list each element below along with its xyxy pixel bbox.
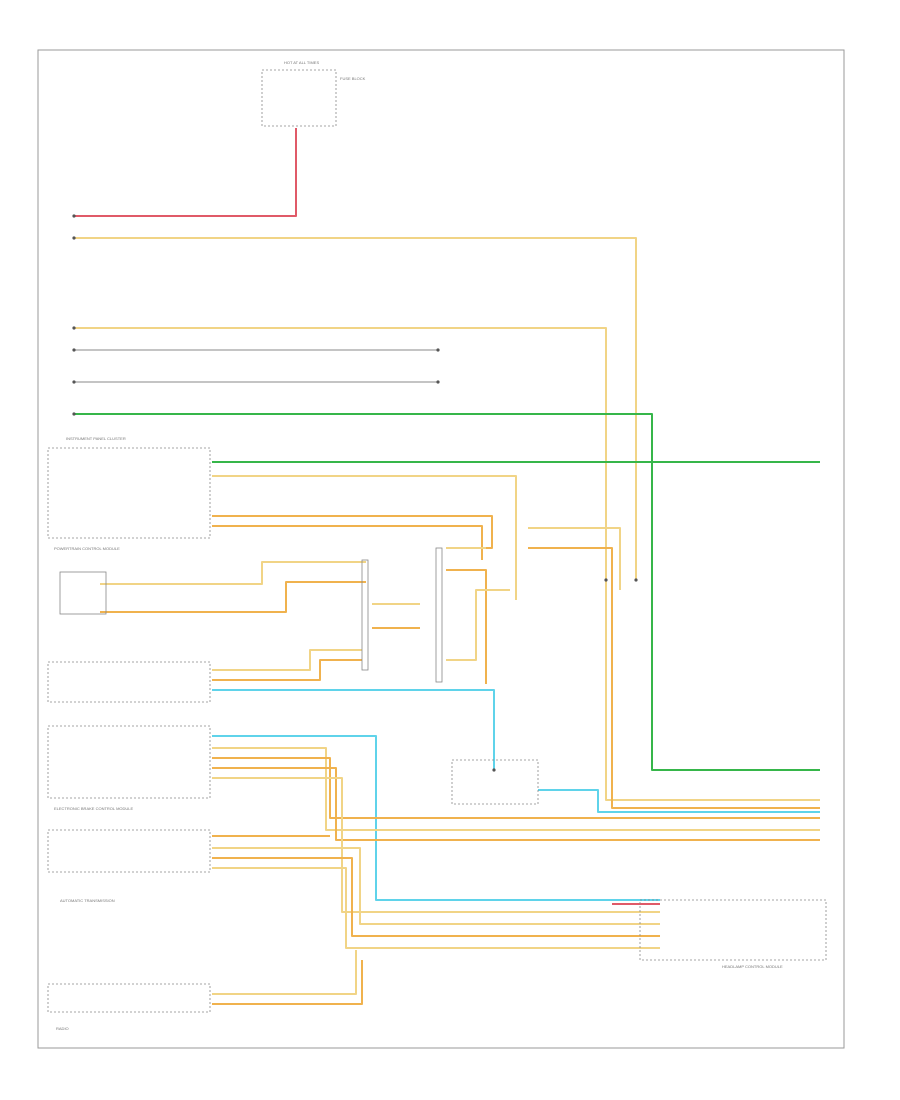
module-label-2: INSTRUMENT PANEL CLUSTER: [66, 436, 126, 441]
headlamp-module-connector: [639, 899, 827, 961]
cluster-yellow-1: [212, 475, 517, 600]
pcm-yellow: [212, 649, 362, 671]
splice-yellow-3: [446, 589, 510, 661]
splice-dot-8: [604, 578, 608, 582]
radio-orange: [100, 581, 366, 613]
splice-block-left: [361, 559, 369, 671]
splice-dot-5: [72, 412, 76, 416]
radio-lower-connector: [47, 983, 211, 1013]
connector-group: [47, 69, 827, 1013]
wire-group: [74, 128, 820, 1005]
module-label-1: FUSE BLOCK: [340, 76, 366, 81]
power-feed-wire: [74, 128, 297, 217]
splice-dot-4: [72, 380, 76, 384]
cluster-orange-2: [212, 525, 483, 560]
splice-dot-1: [72, 236, 76, 240]
splice-orange-2: [446, 569, 487, 684]
splice-orange: [528, 547, 820, 809]
yellow-wire-upper: [74, 237, 637, 580]
tcm-yellow: [212, 747, 820, 831]
tcm-orange-2: [212, 767, 820, 841]
yellow-wire-mid: [74, 327, 820, 801]
splice-dot-0: [72, 214, 76, 218]
splice-dot-3: [72, 348, 76, 352]
radio-lower-yellow: [212, 950, 357, 995]
pcm-orange: [212, 659, 362, 681]
green-data-wire: [74, 413, 820, 771]
splice-yellow: [528, 527, 621, 590]
tcm-yellow-2: [212, 777, 660, 913]
radio-yellow: [100, 561, 366, 585]
ebcm-orange-2: [212, 857, 660, 937]
instrument-cluster-connector: [47, 447, 211, 539]
splice-dot-2: [72, 326, 76, 330]
splice-dot-9: [634, 578, 638, 582]
cyan-to-output: [538, 789, 820, 813]
module-label-3: POWERTRAIN CONTROL MODULE: [54, 546, 120, 551]
module-label-6: RADIO: [56, 1026, 69, 1031]
module-label-0: HOT AT ALL TIMES: [284, 60, 319, 65]
diagram-frame: [37, 49, 845, 1049]
ebcm-yellow: [212, 847, 660, 925]
radio-lower-orange: [212, 960, 363, 1005]
lighting-module-box: [451, 759, 539, 805]
module-label-4: AUTOMATIC TRANSMISSION: [60, 898, 115, 903]
pcm-cyan: [212, 689, 495, 770]
splice-dot-10: [492, 768, 496, 772]
module-label-5: ELECTRONIC BRAKE CONTROL MODULE: [54, 806, 134, 811]
transmission-connector: [47, 725, 211, 799]
powertrain-connector: [47, 661, 211, 703]
text-group: HOT AT ALL TIMES FUSE BLOCK INSTRUMENT PAN…: [54, 60, 783, 1031]
tcm-orange-1: [212, 757, 820, 819]
cluster-orange-1: [212, 515, 493, 549]
splice-dot-6: [436, 348, 440, 352]
radio-connector: [59, 571, 107, 615]
module-label-7: HEADLAMP CONTROL MODULE: [722, 964, 783, 969]
fuse-block-box: [261, 69, 337, 127]
brake-module-connector: [47, 829, 211, 873]
splice-block-right: [435, 547, 443, 683]
ebcm-yellow-2: [212, 867, 660, 949]
splice-dot-7: [436, 380, 440, 384]
